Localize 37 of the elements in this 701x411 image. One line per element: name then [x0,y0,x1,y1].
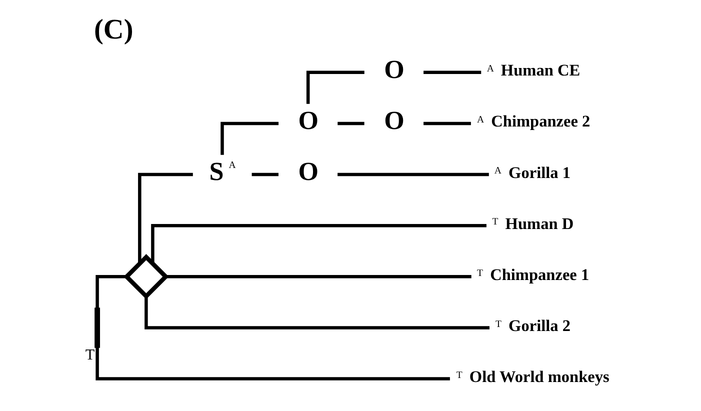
node-text: Old World monkeys [468,367,609,386]
node-diamond [123,254,168,300]
node-text: Human D [504,214,574,233]
node-label: T [492,216,498,228]
node-text: Human CE [500,60,580,80]
node-label: A [228,160,236,172]
connector [95,275,126,308]
connector [423,122,470,126]
node-label: T [84,346,94,364]
connector [337,172,488,176]
node-label: A [476,114,484,126]
node-bar [94,308,100,348]
node-label: T [476,268,483,279]
node-text: Chimpanzee 1 [490,264,589,284]
connector [95,347,450,380]
diagram-title: (C) [94,14,133,46]
node-text: S [208,157,224,186]
node-text: Gorilla 2 [508,316,570,335]
connector [423,70,481,74]
connector [306,70,364,104]
node-text: Gorilla 1 [508,162,570,182]
node-text: O [384,106,404,136]
connector [138,172,192,264]
connector [251,172,278,176]
node-label: T [495,318,501,330]
node-text: O [298,106,318,136]
node-text: O [298,157,318,186]
connector [144,296,489,330]
connector [150,224,486,264]
connector [165,275,471,278]
node-label: A [486,64,494,75]
connector [220,122,278,155]
node-label: A [494,166,501,177]
node-label: T [456,370,462,381]
node-text: O [384,55,404,84]
node-text: Chimpanzee 2 [490,112,590,131]
connector [337,122,364,126]
